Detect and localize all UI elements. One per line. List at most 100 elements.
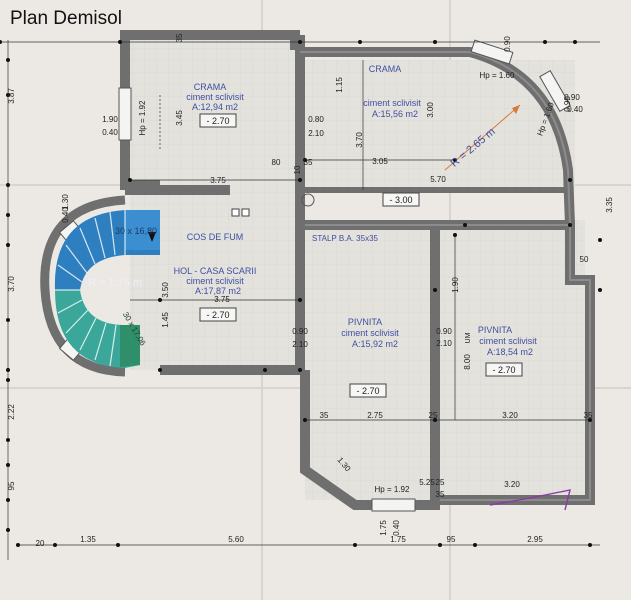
level-boxes	[199, 113, 523, 398]
dim-int-7: 5.70	[430, 175, 446, 184]
dim-int-13: Hp = 1.60	[480, 71, 515, 80]
um-label: UM	[465, 332, 472, 343]
dim-int-3: 1.15	[335, 77, 344, 93]
dim-bottom-4: 95	[447, 535, 456, 544]
room-1-finish: ciment sclivisit	[186, 92, 244, 102]
room-3-area: A:17,87 m2	[195, 286, 241, 296]
dimension-dot	[128, 178, 132, 182]
room-5-name: PIVNITA	[478, 325, 512, 335]
dim-left-3: 3.70	[7, 276, 16, 292]
dimension-dot	[0, 40, 2, 44]
room-2-area: A:15,56 m2	[372, 109, 418, 119]
dim-int-18: 3.75	[214, 295, 230, 304]
dimension-dot	[438, 543, 442, 547]
dimension-dot	[598, 238, 602, 242]
dimension-lines	[0, 40, 600, 560]
dim-bottom-2: 5.60	[228, 535, 244, 544]
stair-radius-label: R = 1.75 m	[88, 277, 142, 289]
dimension-dot	[6, 93, 10, 97]
dimension-dot	[6, 368, 10, 372]
dimension-texts: 35 0.90 0.90 1.90 0.40 3.87 3.70 2.22 95…	[7, 33, 614, 548]
dim-left-1: 0.40	[102, 128, 118, 137]
dim-int-0: 3.45	[175, 110, 184, 126]
dimension-dot	[298, 298, 302, 302]
dim-int-35: 3.35	[605, 197, 614, 213]
dim-int-30: Hp = 1.92	[375, 485, 410, 494]
dimension-dot	[453, 158, 457, 162]
dimension-dot	[543, 40, 547, 44]
dimension-dot	[6, 528, 10, 532]
room-4-finish: ciment sclivisit	[341, 328, 399, 338]
dim-left-2: 3.87	[7, 88, 16, 104]
dimension-dot	[158, 368, 162, 372]
dim-bottom-0: 20	[36, 539, 45, 548]
dim-int-24: 35	[320, 411, 329, 420]
dimension-dot	[116, 543, 120, 547]
dimension-dot	[588, 543, 592, 547]
room-3-level: - 2.70	[206, 310, 229, 320]
dim-int-17: 3.50	[161, 282, 170, 298]
dim-int-34: 5.25	[419, 478, 435, 487]
dimension-dot	[298, 40, 302, 44]
dimension-dot	[298, 368, 302, 372]
dimension-dot	[298, 178, 302, 182]
dimension-dot	[433, 288, 437, 292]
dimension-dot	[6, 438, 10, 442]
dimension-dot	[6, 183, 10, 187]
dim-int-20: 0.90	[292, 327, 308, 336]
wall-hatch	[300, 51, 591, 501]
dim-int-38: 2.10	[436, 339, 452, 348]
dimension-dot	[353, 543, 357, 547]
room-3-name: HOL - CASA SCARII	[174, 266, 257, 276]
dimension-dot	[6, 213, 10, 217]
dimension-dot	[588, 418, 592, 422]
dim-int-25: 2.75	[367, 411, 383, 420]
plan-title: Plan Demisol	[10, 8, 122, 29]
dimension-dot	[6, 498, 10, 502]
room-1-level: - 2.70	[206, 116, 229, 126]
room-4-area: A:15,92 m2	[352, 339, 398, 349]
floor-areas	[130, 40, 585, 500]
room-3-finish: ciment sclivisit	[186, 276, 244, 286]
dimension-dot	[568, 178, 572, 182]
dim-int-2: Hp = 1.92	[138, 100, 147, 135]
dim-int-21: 2.10	[292, 340, 308, 349]
dim-int-33: 35	[436, 490, 445, 499]
dimension-dot	[568, 223, 572, 227]
dim-int-37: 0.90	[436, 327, 452, 336]
dimension-dot	[433, 418, 437, 422]
dim-int-8: 0.80	[308, 115, 324, 124]
dim-left-0: 1.90	[102, 115, 118, 124]
column-marker	[301, 193, 315, 207]
room-4-level: - 2.70	[356, 386, 379, 396]
dimension-dot	[263, 368, 267, 372]
room-5-finish: ciment sclivisit	[479, 336, 537, 346]
dim-int-22: 8.00	[463, 354, 472, 370]
dim-int-10: 80	[272, 158, 281, 167]
dimension-dot	[16, 543, 20, 547]
room-1-name: CRAMA	[194, 82, 227, 92]
chimney	[231, 208, 250, 217]
dimension-dot	[118, 40, 122, 44]
dim-bottom-1: 1.35	[80, 535, 96, 544]
stalp-label: STALP B.A. 35x35	[312, 234, 379, 243]
cos-de-fum-label: COS DE FUM	[187, 232, 244, 242]
dim-left-5: 95	[7, 481, 16, 490]
room-5-level: - 2.70	[492, 365, 515, 375]
dim-bottom-3: 1.75	[390, 535, 406, 544]
dimension-dot	[358, 40, 362, 44]
dim-bottom-5: 2.95	[527, 535, 543, 544]
dim-int-16: 0.40	[567, 105, 583, 114]
dim-top-0: 35	[175, 33, 184, 42]
dim-bottom-6: 1.75	[379, 520, 388, 536]
windows	[58, 39, 571, 512]
room-2-name: CRAMA	[369, 64, 402, 74]
dim-int-26: 25	[429, 411, 438, 420]
room-1-area: A:12,94 m2	[192, 102, 238, 112]
dim-int-6: 3.05	[372, 157, 388, 166]
level-mid: - 3.00	[389, 195, 412, 205]
dimension-dot	[303, 158, 307, 162]
dimension-dot	[463, 223, 467, 227]
dim-int-5: 3.70	[355, 132, 364, 148]
room-4-name: PIVNITA	[348, 317, 382, 327]
